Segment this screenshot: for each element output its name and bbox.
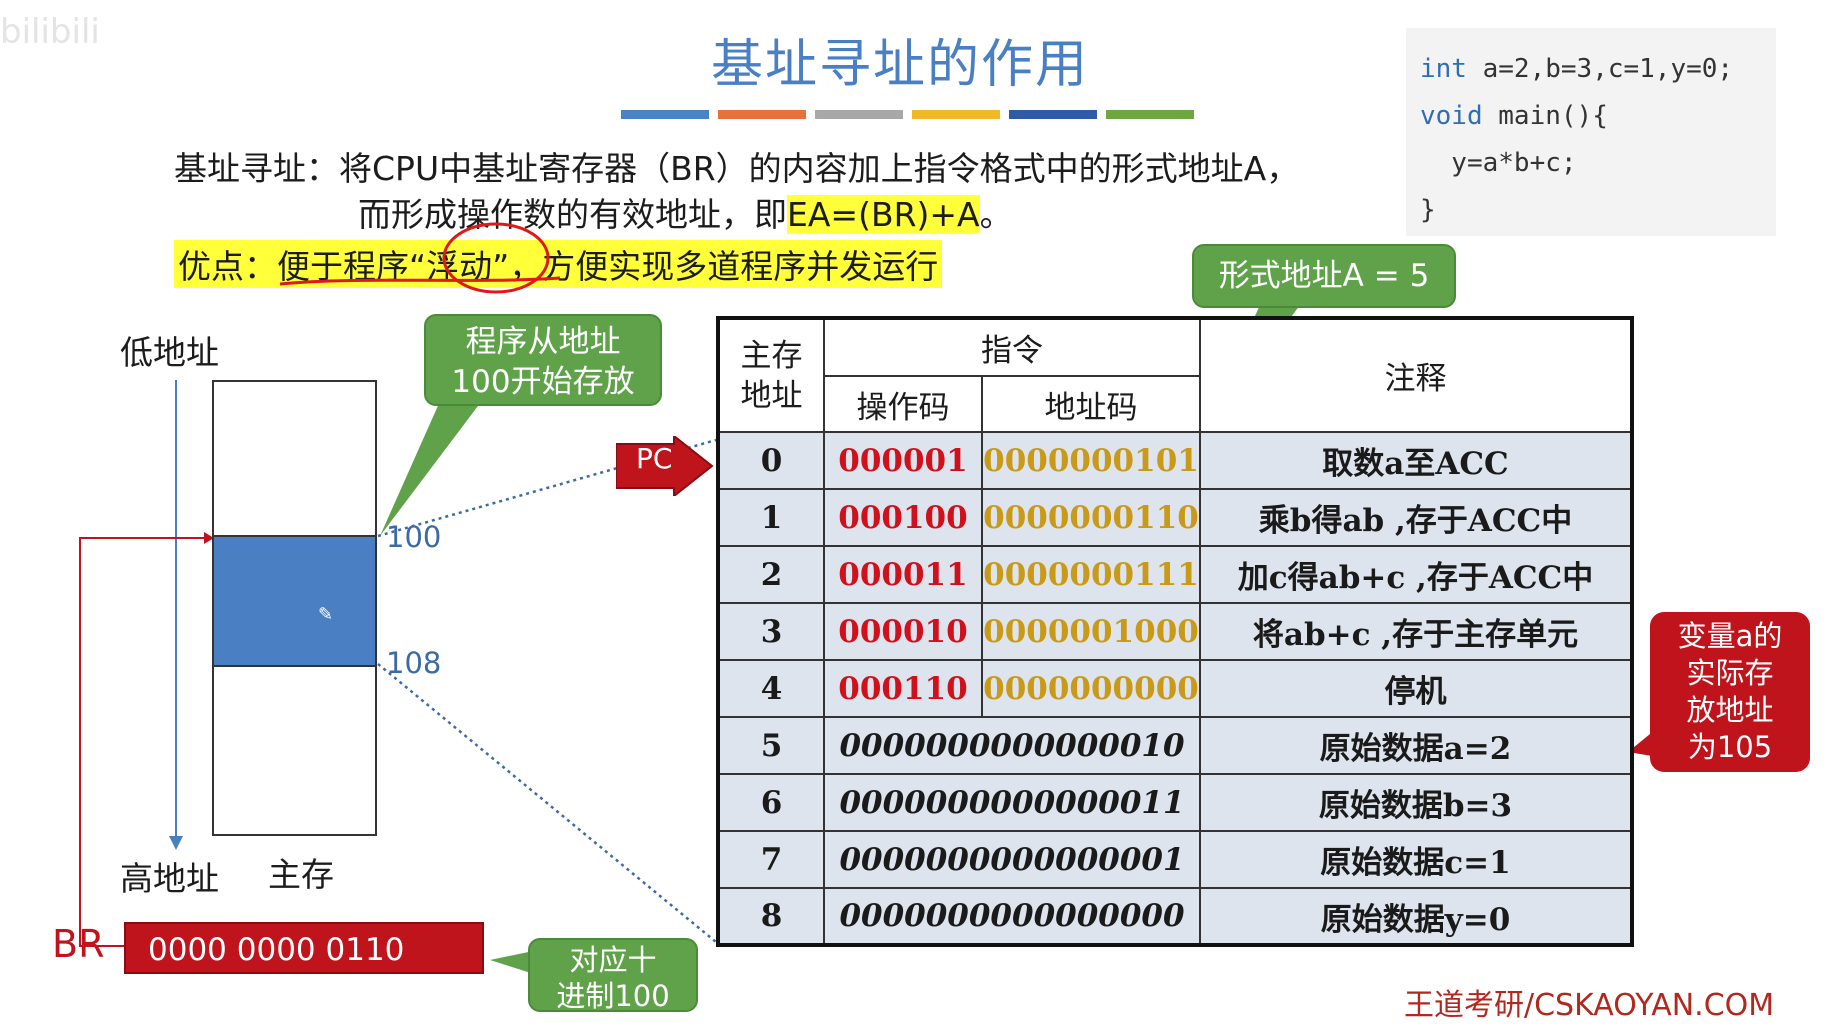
row-addrcode: 0000000000: [981, 659, 1201, 718]
table-row: 3 000010 0000001000 将ab+c ,存于主存单元: [717, 602, 1633, 661]
row-note: 原始数据c=1: [1199, 830, 1633, 889]
main-memory-label: 主存: [268, 855, 334, 894]
low-address-label: 低地址: [120, 333, 219, 372]
definition-line-1: 基址寻址：将CPU中基址寄存器（BR）的内容加上指令格式中的形式地址A，: [174, 149, 1300, 188]
program-start-callout: 程序从地址 100开始存放: [424, 314, 662, 406]
pc-arrow: [615, 433, 714, 500]
pc-label: PC: [636, 442, 673, 475]
row-opcode: 000100: [823, 488, 983, 547]
formal-address-callout: 形式地址A = 5: [1192, 244, 1456, 308]
title-color-bar: [1106, 110, 1194, 119]
code-block: int a=2,b=3,c=1,y=0; void main(){ y=a*b+…: [1406, 28, 1776, 236]
callout-tail-program: [380, 390, 490, 536]
header-addrcode: 地址码: [981, 375, 1201, 433]
row-addrcode: 0000000111: [981, 545, 1201, 604]
br-pointer-line: [79, 537, 206, 947]
title-color-bar: [718, 110, 806, 119]
pencil-icon: ✎: [318, 604, 334, 625]
row-address: 5: [717, 716, 825, 775]
code-line-2: void main(){: [1420, 101, 1608, 131]
row-data: 0000000000000011: [823, 773, 1201, 832]
header-address: 主存地址: [717, 317, 825, 433]
address-arrow-head: [169, 836, 183, 850]
address-108: 108: [386, 646, 442, 680]
table-row: 2 000011 0000000111 加c得ab+c ,存于ACC中: [717, 545, 1633, 604]
row-data: 0000000000000001: [823, 830, 1201, 889]
program-block: [214, 535, 375, 667]
table-row: 7 0000000000000001 原始数据c=1: [717, 830, 1633, 889]
row-note: 加c得ab+c ,存于ACC中: [1199, 545, 1633, 604]
dotted-link-bottom: [377, 663, 717, 943]
table-row: 4 000110 0000000000 停机: [717, 659, 1633, 718]
row-note: 取数a至ACC: [1199, 431, 1633, 490]
row-opcode: 000110: [823, 659, 983, 718]
table-row: 1 000100 0000000110 乘b得ab ,存于ACC中: [717, 488, 1633, 547]
br-register: 0000 0000 0110 0100: [124, 922, 484, 1020]
decimal-callout: 对应十 进制100: [528, 938, 698, 1012]
footer-brand: 王道考研/CSKAOYAN.COM: [1404, 988, 1775, 1023]
row-addrcode: 0000000110: [981, 488, 1201, 547]
handwritten-underline: [279, 276, 561, 286]
row-address: 4: [717, 659, 825, 718]
handwritten-circle: [442, 222, 550, 294]
header-instruction: 指令: [823, 317, 1201, 377]
header-opcode: 操作码: [823, 375, 983, 433]
table-row: 6 0000000000000011 原始数据b=3: [717, 773, 1633, 832]
variable-a-callout: 变量a的 实际存 放地址 为105: [1650, 612, 1810, 772]
row-opcode: 000010: [823, 602, 983, 661]
row-note: 原始数据a=2: [1199, 716, 1633, 775]
br-pointer-head: [204, 532, 214, 544]
row-address: 8: [717, 887, 825, 946]
row-note: 原始数据y=0: [1199, 887, 1633, 946]
high-address-label: 高地址: [120, 859, 219, 898]
row-addrcode: 0000000101: [981, 431, 1201, 490]
table-row: 8 0000000000000000 原始数据y=0: [717, 887, 1633, 946]
row-opcode: 000001: [823, 431, 983, 490]
title-color-bar: [912, 110, 1000, 119]
page-title: 基址寻址的作用: [710, 35, 1089, 95]
title-color-bar: [621, 110, 709, 119]
row-note: 原始数据b=3: [1199, 773, 1633, 832]
br-label: BR: [52, 922, 105, 966]
code-line-4: }: [1420, 195, 1436, 225]
code-line-1: int a=2,b=3,c=1,y=0;: [1420, 54, 1734, 84]
title-color-bar: [1009, 110, 1097, 119]
row-address: 0: [717, 431, 825, 490]
row-data: 0000000000000010: [823, 716, 1201, 775]
definition-line-2: 而形成操作数的有效地址，即EA=(BR)+A。: [358, 195, 1013, 234]
row-addrcode: 0000001000: [981, 602, 1201, 661]
row-address: 3: [717, 602, 825, 661]
title-color-bar: [815, 110, 903, 119]
watermark: bilibili: [0, 12, 100, 52]
table-row: 0 000001 0000000101 取数a至ACC: [717, 431, 1633, 490]
address-100: 100: [386, 520, 442, 554]
dotted-link-top: [377, 438, 717, 538]
row-note: 停机: [1199, 659, 1633, 718]
row-address: 6: [717, 773, 825, 832]
table-row: 5 0000000000000010 原始数据a=2: [717, 716, 1633, 775]
row-note: 将ab+c ,存于主存单元: [1199, 602, 1633, 661]
instruction-table: 主存地址 指令 注释 操作码 地址码 0 000001 0000000101 取…: [716, 316, 1634, 947]
row-note: 乘b得ab ,存于ACC中: [1199, 488, 1633, 547]
row-data: 0000000000000000: [823, 887, 1201, 946]
row-address: 2: [717, 545, 825, 604]
row-address: 1: [717, 488, 825, 547]
callout-tail-decimal: [490, 950, 538, 974]
header-note: 注释: [1199, 317, 1633, 433]
formula-highlight: EA=(BR)+A: [787, 195, 980, 234]
row-opcode: 000011: [823, 545, 983, 604]
code-line-3: y=a*b+c;: [1420, 148, 1577, 178]
row-address: 7: [717, 830, 825, 889]
